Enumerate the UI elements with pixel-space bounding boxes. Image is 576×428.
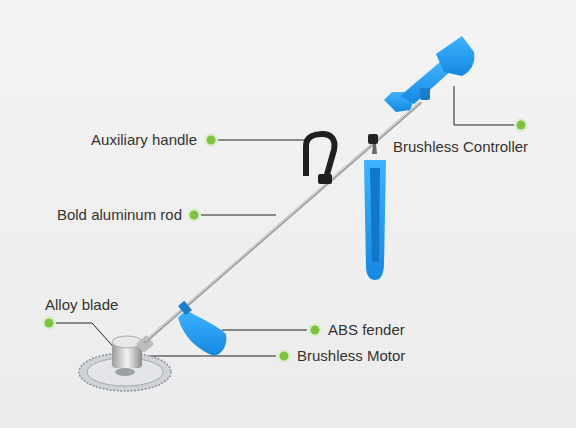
part-label: Brushless Controller <box>393 138 528 156</box>
part-label: Bold aluminum rod <box>57 206 182 224</box>
part-label: ABS fender <box>328 321 405 339</box>
shoulder-strap <box>364 134 386 280</box>
part-label: Alloy blade <box>45 296 118 314</box>
callout-dots <box>42 118 528 363</box>
leader-lines <box>56 86 514 356</box>
abs-fender <box>178 310 226 356</box>
auxiliary-handle <box>306 134 335 184</box>
brushless-controller <box>384 36 474 112</box>
part-label: Brushless Motor <box>297 347 405 365</box>
part-label: Auxiliary handle <box>91 131 197 149</box>
